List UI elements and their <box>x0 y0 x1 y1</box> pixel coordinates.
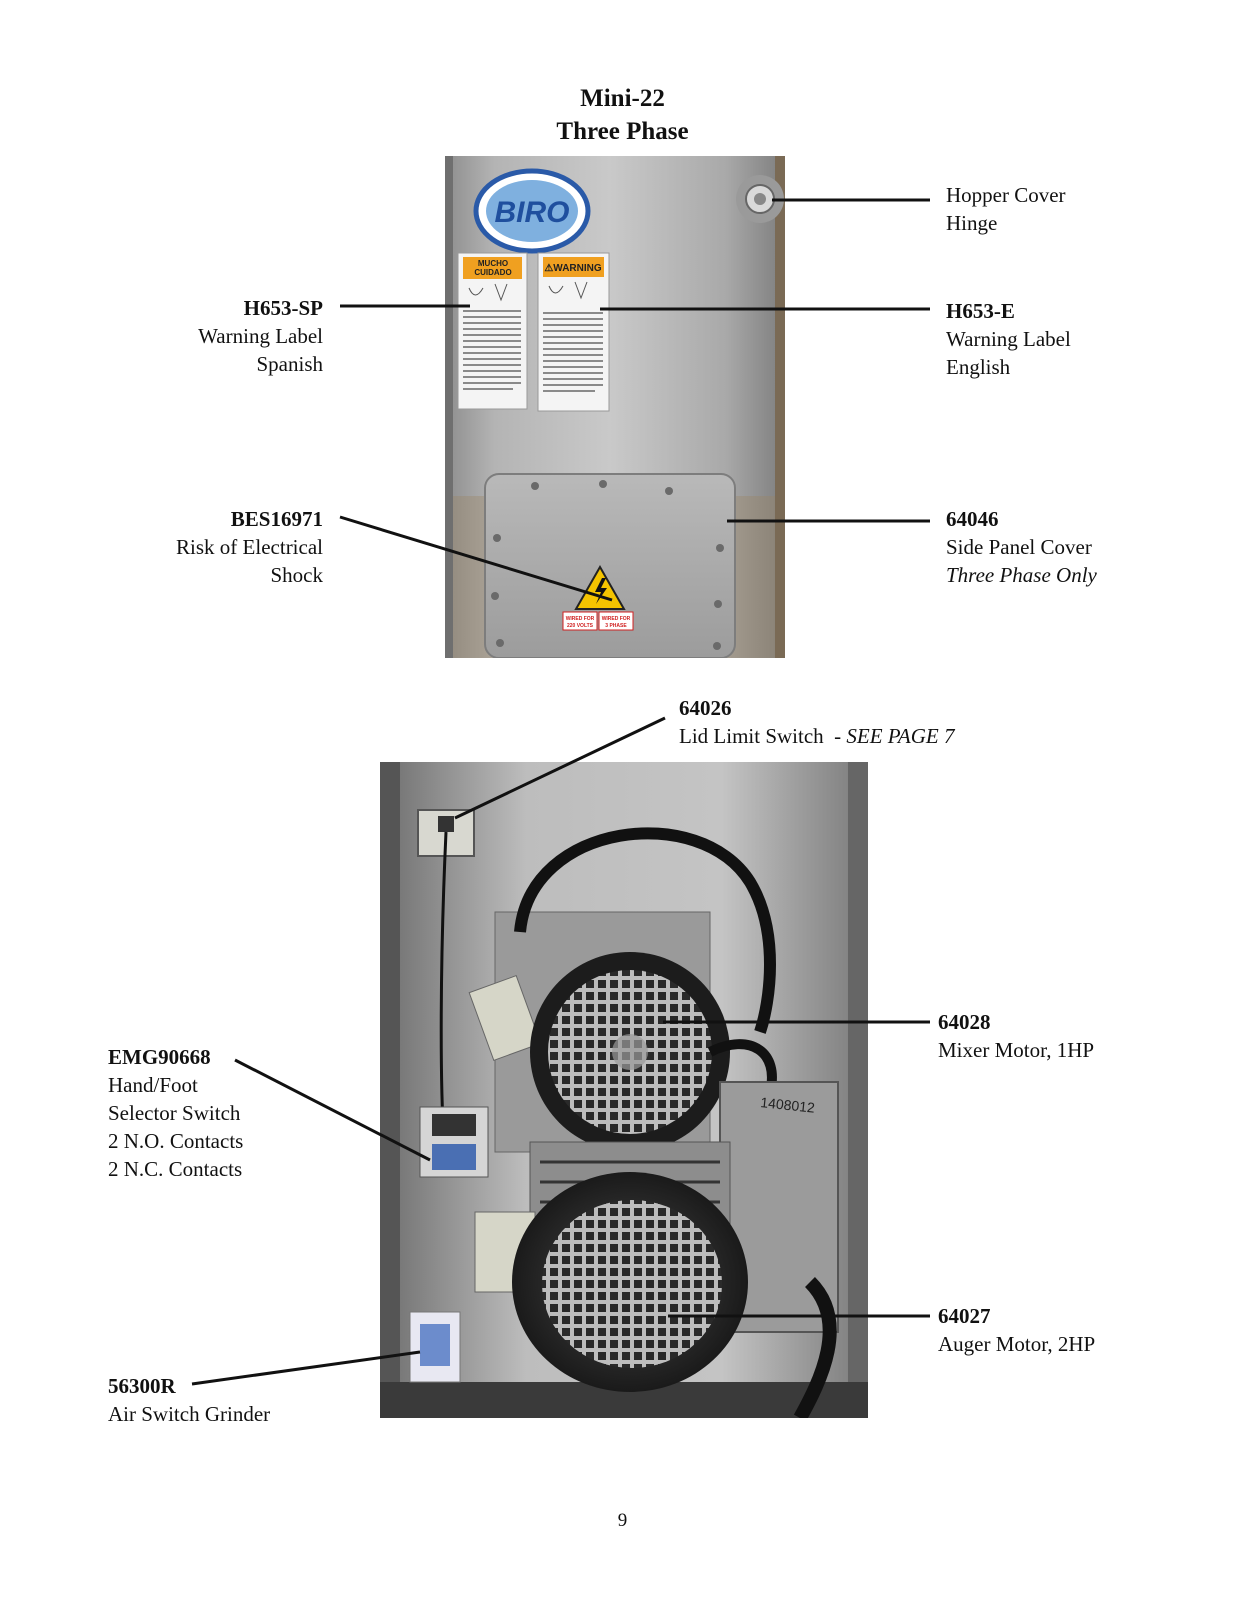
callout-h653-sp-code: H653-SP <box>243 296 323 320</box>
callout-lid-switch-line1: Lid Limit Switch - SEE PAGE 7 <box>679 722 955 750</box>
callout-hopper-hinge: Hopper Cover Hinge <box>946 181 1066 237</box>
callout-lid-switch-code: 64026 <box>679 696 732 720</box>
callout-side-panel-code: 64046 <box>946 507 999 531</box>
svg-text:MUCHO: MUCHO <box>478 259 508 268</box>
callout-hopper-hinge-line1: Hopper Cover <box>946 183 1066 207</box>
callout-bes16971-line2: Shock <box>270 563 324 587</box>
callout-h653-sp: H653-SP Warning Label Spanish <box>198 294 323 378</box>
callout-selector-switch-line1: Hand/Foot <box>108 1073 198 1097</box>
page-number: 9 <box>617 1510 628 1531</box>
side-panel-photo: BIRO MUCHO CUIDADO <box>445 156 785 658</box>
callout-h653-e-line2: English <box>946 355 1011 379</box>
callout-mixer-motor-line1: Mixer Motor, 1HP <box>938 1038 1095 1062</box>
callout-h653-e-code: H653-E <box>946 299 1015 323</box>
callout-h653-e: H653-E Warning Label English <box>946 297 1071 381</box>
motor-compartment-photo: 1408012 <box>380 762 868 1418</box>
callout-lid-switch-text: Lid Limit Switch - <box>679 724 847 748</box>
svg-text:CUIDADO: CUIDADO <box>474 268 511 277</box>
box-marking-text: 1408012 <box>760 1094 816 1116</box>
svg-text:WIRED FOR: WIRED FOR <box>602 616 631 622</box>
callout-mixer-motor: 64028 Mixer Motor, 1HP <box>938 1008 1094 1064</box>
callout-side-panel-line2: Three Phase Only <box>946 563 1097 587</box>
svg-text:3 PHASE: 3 PHASE <box>605 623 627 629</box>
title-line-phase: Three Phase <box>556 118 689 145</box>
callout-h653-sp-line2: Spanish <box>256 352 323 376</box>
callout-mixer-motor-code: 64028 <box>938 1010 991 1034</box>
callout-h653-e-line1: Warning Label <box>946 327 1071 351</box>
callout-lid-switch-page-ref: SEE PAGE 7 <box>846 724 955 748</box>
callout-h653-sp-line1: Warning Label <box>198 324 323 348</box>
callout-selector-switch-code: EMG90668 <box>108 1045 211 1069</box>
svg-text:WIRED FOR: WIRED FOR <box>566 616 595 622</box>
callout-auger-motor-line1: Auger Motor, 2HP <box>938 1332 1096 1356</box>
title-line-model: Mini-22 <box>580 85 665 112</box>
callout-bes16971-code: BES16971 <box>230 507 323 531</box>
callout-air-switch: 56300R Air Switch Grinder <box>108 1372 270 1428</box>
svg-text:⚠WARNING: ⚠WARNING <box>544 263 602 274</box>
callout-air-switch-code: 56300R <box>108 1374 176 1398</box>
biro-logo-text: BIRO <box>495 196 570 229</box>
callout-selector-switch-line4: 2 N.C. Contacts <box>108 1157 243 1181</box>
callout-side-panel: 64046 Side Panel Cover Three Phase Only <box>946 505 1097 589</box>
callout-bes16971: BES16971 Risk of Electrical Shock <box>176 505 323 589</box>
callout-auger-motor: 64027 Auger Motor, 2HP <box>938 1302 1095 1358</box>
callout-lid-switch: 64026 Lid Limit Switch - SEE PAGE 7 <box>679 694 955 750</box>
callout-side-panel-line1: Side Panel Cover <box>946 535 1092 559</box>
callout-bes16971-line1: Risk of Electrical <box>176 535 323 559</box>
callout-selector-switch-line3: 2 N.O. Contacts <box>108 1129 244 1153</box>
callout-hopper-hinge-line2: Hinge <box>946 211 998 235</box>
page-title: Mini-22 Three Phase <box>0 82 1245 148</box>
svg-text:220 VOLTS: 220 VOLTS <box>567 623 594 629</box>
callout-auger-motor-code: 64027 <box>938 1304 991 1328</box>
callout-selector-switch-line2: Selector Switch <box>108 1101 241 1125</box>
callout-selector-switch: EMG90668 Hand/Foot Selector Switch 2 N.O… <box>108 1043 243 1183</box>
callout-air-switch-line1: Air Switch Grinder <box>108 1402 271 1426</box>
